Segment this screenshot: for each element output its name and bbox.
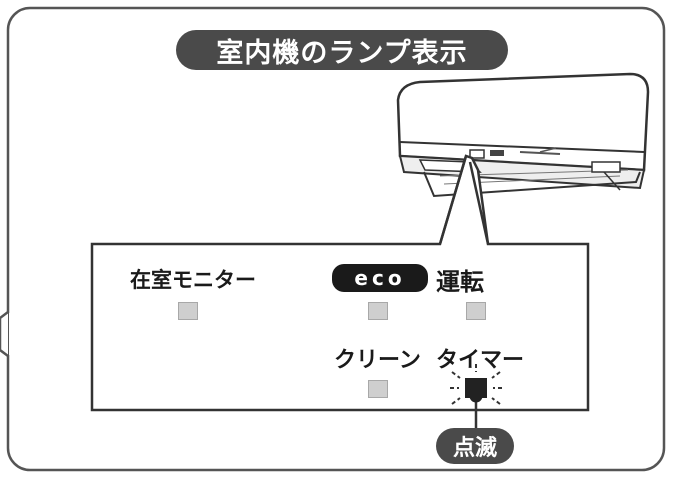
clean-label: クリーン [334, 348, 421, 373]
blink-badge: 点滅 [436, 428, 514, 464]
eco-logo-text: eco [354, 266, 405, 290]
room-monitor-label: 在室モニター [130, 268, 256, 292]
operation-lamp [466, 302, 486, 320]
timer-label: タイマー [436, 348, 525, 373]
operation-label: 運転 [436, 268, 484, 296]
title-badge: 室内機のランプ表示 [176, 30, 508, 70]
eco-logo: eco [332, 264, 428, 292]
timer-lamp-blinking [465, 378, 487, 398]
room-monitor-lamp [178, 302, 198, 320]
blink-rays [450, 364, 502, 405]
clean-lamp [368, 380, 388, 398]
eco-lamp [368, 302, 388, 320]
frame-left-pointer [0, 311, 9, 357]
